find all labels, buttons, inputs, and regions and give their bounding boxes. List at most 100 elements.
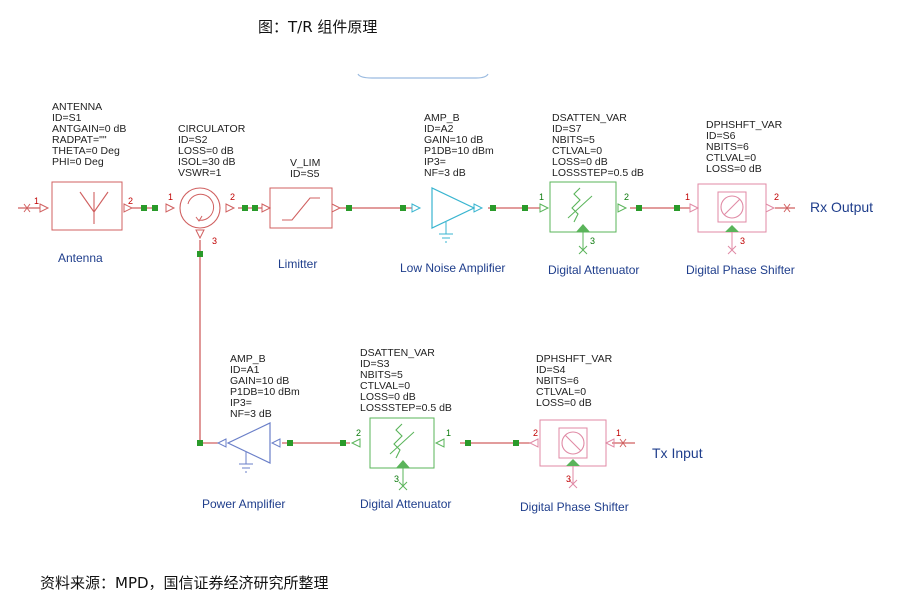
param-line: ID=S1 — [52, 112, 82, 124]
port-number: 1 — [168, 192, 173, 202]
port-number: 2 — [128, 196, 133, 206]
antenna-params: ANTENNA ID=S1 ANTGAIN=0 dB RADPAT="" THE… — [52, 101, 126, 168]
port-number: 2 — [533, 428, 538, 438]
junction-nodes — [141, 205, 680, 446]
pa-label: Power Amplifier — [202, 497, 285, 511]
param-line: DPHSHFT_VAR — [536, 353, 613, 365]
param-line: AMP_B — [424, 112, 460, 124]
tx-attenuator-label: Digital Attenuator — [360, 497, 451, 511]
param-line: NBITS=5 — [360, 369, 403, 381]
param-line: ID=S7 — [552, 123, 582, 135]
antenna-box — [51, 181, 123, 231]
figure-source: 资料来源：MPD，国信证券经济研究所整理 — [40, 574, 329, 592]
rx-attenuator-label: Digital Attenuator — [548, 263, 639, 277]
rx-phase-shifter-box — [697, 183, 767, 233]
param-line: GAIN=10 dB — [230, 375, 289, 387]
param-line: ID=S5 — [290, 168, 320, 180]
param-line: V_LIM — [290, 157, 320, 169]
param-line: LOSSSTEP=0.5 dB — [552, 167, 644, 179]
antenna-block: ANTENNA ID=S1 ANTGAIN=0 dB RADPAT="" THE… — [34, 101, 134, 265]
port-number: 3 — [590, 236, 595, 246]
ground-icon — [239, 452, 253, 473]
param-line: P1DB=10 dBm — [230, 386, 300, 398]
port-number: 3 — [212, 236, 217, 246]
param-line: DSATTEN_VAR — [360, 347, 435, 359]
lna-triangle-icon — [431, 187, 476, 229]
tx-input-port-label: Tx Input — [652, 445, 703, 461]
param-line: IP3= — [424, 156, 446, 168]
rx-attenuator-block: DSATTEN_VAR ID=S7 NBITS=5 CTLVAL=0 LOSS=… — [539, 112, 644, 277]
port-number: 2 — [624, 192, 629, 202]
param-line: ID=A1 — [230, 364, 260, 376]
port-number: 1 — [446, 428, 451, 438]
param-line: ID=S6 — [706, 130, 736, 142]
param-line: PHI=0 Deg — [52, 156, 104, 168]
param-line: CTLVAL=0 — [536, 386, 586, 398]
port-number: 3 — [394, 474, 399, 484]
phase-dial-icon — [561, 431, 585, 455]
circulator-arrow-icon — [187, 193, 215, 221]
pa-triangle-icon — [226, 422, 271, 464]
port-number: 3 — [740, 236, 745, 246]
lna-label: Low Noise Amplifier — [400, 261, 505, 275]
param-line: IP3= — [230, 397, 252, 409]
param-line: ID=A2 — [424, 123, 454, 135]
limiter-curve-icon — [282, 197, 320, 221]
antenna-icon — [79, 191, 109, 224]
param-line: ANTGAIN=0 dB — [52, 123, 126, 135]
pa-block: AMP_B ID=A1 GAIN=10 dB P1DB=10 dBm IP3= … — [202, 353, 300, 511]
port-number: 2 — [774, 192, 779, 202]
port-number: 2 — [230, 192, 235, 202]
figure-title: 图：T/R 组件原理 — [258, 18, 378, 36]
tx-attenuator-block: DSATTEN_VAR ID=S3 NBITS=5 CTLVAL=0 LOSS=… — [350, 347, 452, 511]
param-line: AMP_B — [230, 353, 266, 365]
param-line: LOSS=0 dB — [552, 156, 608, 168]
antenna-label: Antenna — [58, 251, 103, 265]
param-line: NBITS=6 — [536, 375, 579, 387]
param-line: ANTENNA — [52, 101, 102, 113]
param-line: LOSS=0 dB — [178, 145, 234, 157]
param-line: NF=3 dB — [230, 408, 272, 420]
rx-output-port-label: Rx Output — [810, 199, 873, 215]
param-line: CTLVAL=0 — [706, 152, 756, 164]
param-line: VSWR=1 — [178, 167, 222, 179]
rx-phase-shifter-label: Digital Phase Shifter — [686, 263, 795, 277]
top-tab-outline — [357, 73, 489, 79]
limiter-label: Limitter — [278, 257, 317, 271]
port-number: 2 — [356, 428, 361, 438]
port-number: 1 — [539, 192, 544, 202]
port-terminators — [23, 203, 791, 448]
rx-attenuator-box — [549, 181, 617, 233]
param-line: LOSS=0 dB — [536, 397, 592, 409]
tx-phase-shifter-block: DPHSHFT_VAR ID=S4 NBITS=6 CTLVAL=0 LOSS=… — [520, 353, 703, 514]
param-line: NBITS=5 — [552, 134, 595, 146]
param-line: RADPAT="" — [52, 134, 107, 146]
port-number: 1 — [34, 196, 39, 206]
attenuator-resistor-icon — [393, 423, 403, 459]
param-line: THETA=0 Deg — [52, 145, 120, 157]
rx-phase-shifter-block: DPHSHFT_VAR ID=S6 NBITS=6 CTLVAL=0 LOSS=… — [685, 119, 873, 277]
param-line: LOSS=0 dB — [360, 391, 416, 403]
limiter-box — [269, 187, 333, 229]
param-line: ID=S2 — [178, 134, 208, 146]
lna-block: AMP_B ID=A2 GAIN=10 dB P1DB=10 dBm IP3= … — [400, 112, 505, 275]
param-line: NF=3 dB — [424, 167, 466, 179]
param-line: CTLVAL=0 — [360, 380, 410, 392]
param-line: P1DB=10 dBm — [424, 145, 494, 157]
param-line: LOSS=0 dB — [706, 163, 762, 175]
param-line: DSATTEN_VAR — [552, 112, 627, 124]
param-line: GAIN=10 dB — [424, 134, 483, 146]
limiter-block: V_LIM ID=S5 Limitter — [261, 157, 342, 271]
port-number: 1 — [685, 192, 690, 202]
port-number: 3 — [566, 474, 571, 484]
param-line: DPHSHFT_VAR — [706, 119, 783, 131]
param-line: CTLVAL=0 — [552, 145, 602, 157]
tx-phase-shifter-label: Digital Phase Shifter — [520, 500, 629, 514]
ground-icon — [439, 222, 453, 243]
attenuator-resistor-icon — [571, 187, 581, 223]
param-line: LOSSSTEP=0.5 dB — [360, 402, 452, 414]
param-line: ISOL=30 dB — [178, 156, 236, 168]
circulator-block: CIRCULATOR ID=S2 LOSS=0 dB ISOL=30 dB VS… — [165, 123, 246, 246]
param-line: NBITS=6 — [706, 141, 749, 153]
param-line: ID=S3 — [360, 358, 390, 370]
